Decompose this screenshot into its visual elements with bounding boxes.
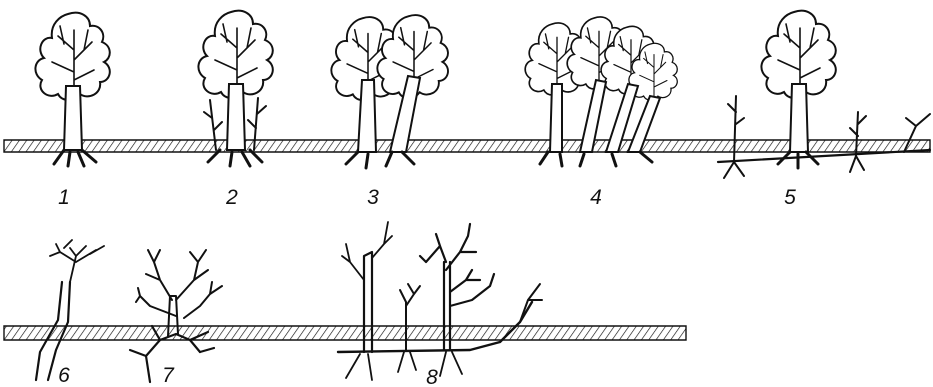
panel-6: 6 — [36, 240, 104, 387]
panel-1: 1 — [35, 13, 109, 209]
tree-trunk — [550, 84, 562, 152]
panel-label: 1 — [58, 186, 70, 209]
tree-roots — [346, 152, 414, 168]
tree-roots — [540, 152, 652, 166]
tree-trunk — [358, 80, 376, 152]
tree-trunk — [64, 86, 82, 150]
panel-label: 2 — [225, 186, 238, 209]
bush-stems — [136, 250, 222, 336]
tree-roots — [778, 152, 818, 168]
tree-trunk — [790, 84, 808, 152]
stem-branches — [342, 222, 392, 280]
panel-5: 5 — [718, 11, 930, 209]
panel-label: 6 — [58, 364, 70, 387]
root-sucker — [724, 96, 744, 178]
panel-8: 8 — [338, 222, 542, 387]
ground-strip-bottom — [4, 326, 686, 340]
panel-label: 7 — [162, 364, 175, 387]
panel-4: 4 — [525, 17, 677, 209]
panel-label: 4 — [590, 186, 602, 209]
tree-trunk — [227, 84, 245, 150]
panel-2: 2 — [198, 11, 272, 209]
shrub-branches — [50, 240, 104, 282]
panel-label: 8 — [426, 366, 438, 387]
panel-7: 7 — [130, 250, 222, 387]
panel-label: 5 — [784, 186, 796, 209]
panel-3: 3 — [331, 15, 448, 209]
panel-label: 3 — [367, 186, 379, 209]
root-fibers — [346, 352, 462, 380]
